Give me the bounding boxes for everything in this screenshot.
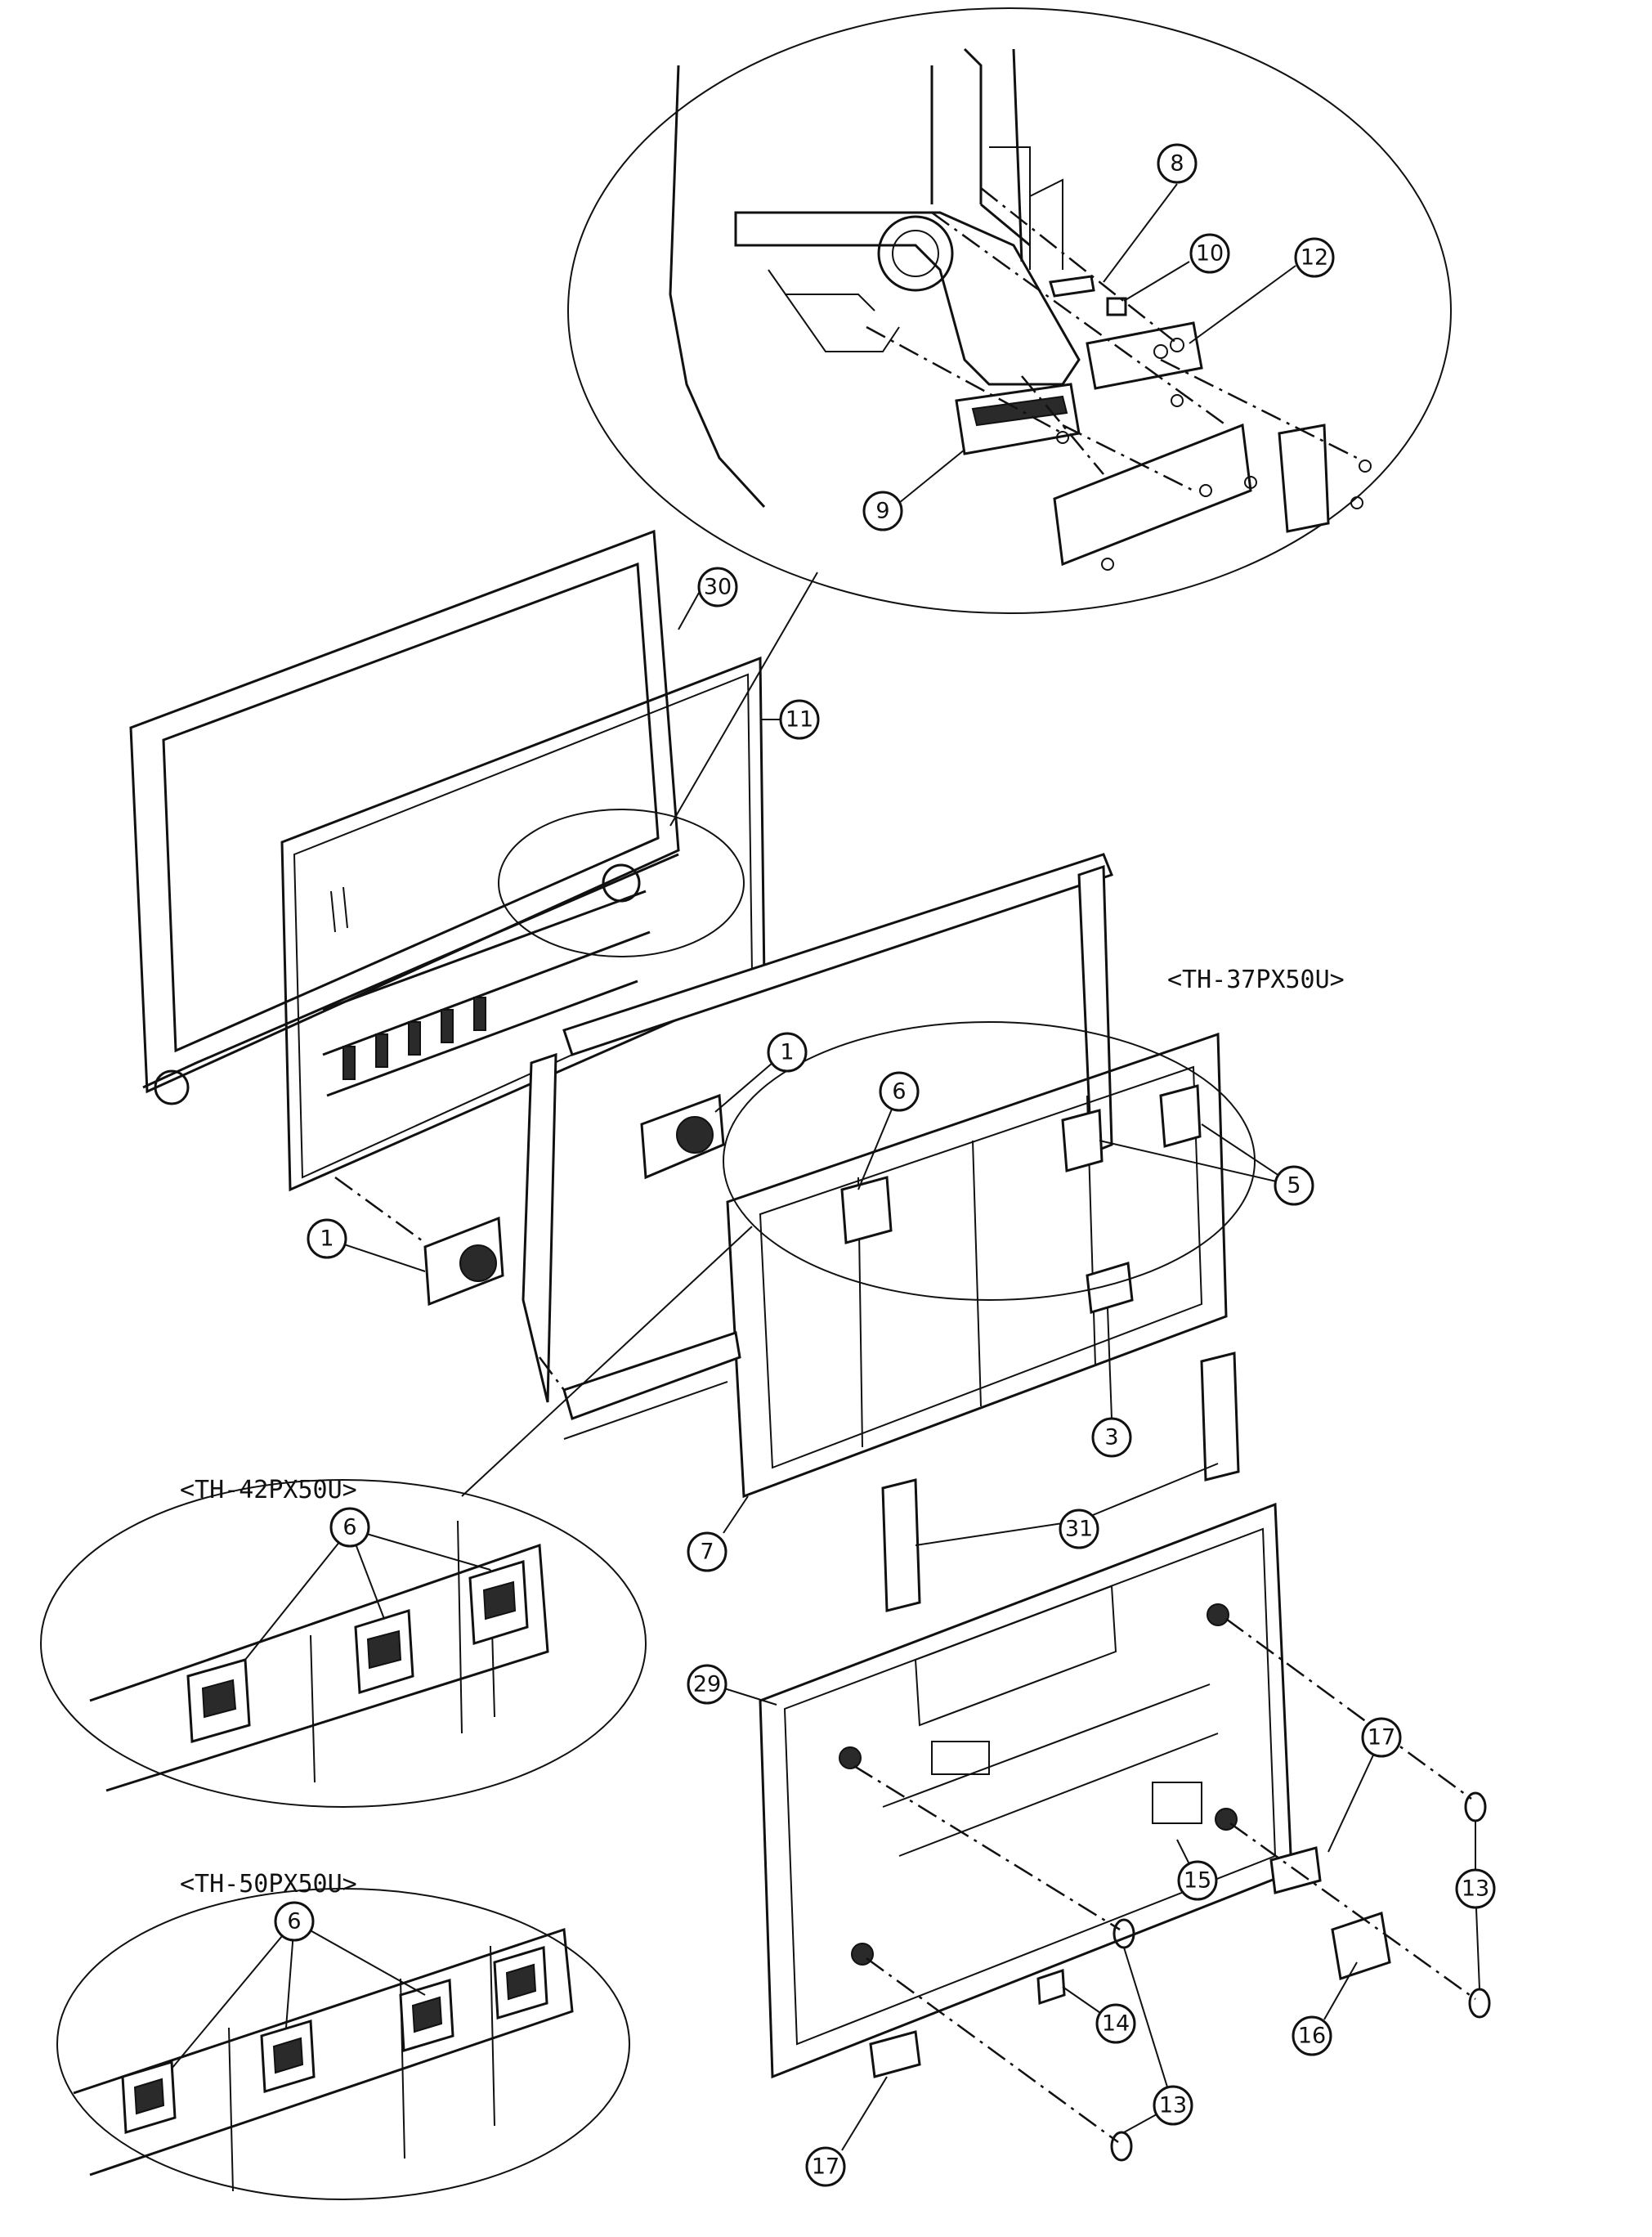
callout-29: 29 [687, 1664, 728, 1705]
callout-31: 31 [1059, 1509, 1099, 1549]
callout-16-label: 16 [1298, 2024, 1326, 2049]
callout-9-label: 9 [875, 499, 889, 524]
callout-17-left: 17 [805, 2146, 846, 2187]
callout-12: 12 [1294, 237, 1335, 278]
th42-detail-view [40, 1479, 647, 1808]
callout-10: 10 [1189, 233, 1230, 274]
callout-6-th50: 6 [274, 1901, 315, 1942]
callout-8-label: 8 [1170, 151, 1184, 177]
callout-30-label: 30 [704, 575, 732, 600]
callout-6-th42-label: 6 [342, 1515, 356, 1540]
model-label-th42: <TH-42PX50U> [180, 1476, 357, 1504]
callout-3-label: 3 [1104, 1425, 1118, 1450]
callout-10-label: 10 [1196, 241, 1224, 267]
callout-1-center-label: 1 [780, 1040, 794, 1065]
callout-17-right: 17 [1361, 1717, 1402, 1758]
front-cabinet [129, 529, 818, 1192]
model-label-th37: <TH-37PX50U> [1167, 966, 1345, 994]
callout-7: 7 [687, 1531, 728, 1572]
callout-7-label: 7 [700, 1540, 714, 1565]
callout-5-label: 5 [1287, 1173, 1301, 1199]
callout-15: 15 [1177, 1860, 1218, 1901]
model-label-th50: <TH-50PX50U> [180, 1870, 357, 1899]
callout-6-th50-label: 6 [287, 1909, 301, 1934]
callout-12-label: 12 [1301, 245, 1328, 271]
callout-29-label: 29 [693, 1672, 721, 1697]
callout-13-right-label: 13 [1462, 1876, 1489, 1902]
callout-8: 8 [1157, 143, 1198, 184]
callout-15-label: 15 [1184, 1868, 1211, 1894]
callout-16: 16 [1292, 2015, 1332, 2056]
callout-30: 30 [697, 567, 738, 607]
leader-lines [171, 183, 1480, 2151]
chassis-frame [461, 1021, 1256, 1612]
callout-17-right-label: 17 [1368, 1725, 1395, 1751]
callout-11-label: 11 [786, 707, 813, 733]
callout-13-right: 13 [1455, 1868, 1496, 1909]
speaker-assembly [334, 853, 1113, 1403]
callout-6-main-label: 6 [892, 1079, 906, 1105]
callout-1-left: 1 [307, 1218, 347, 1259]
callout-13-center-label: 13 [1159, 2093, 1187, 2118]
callout-14-label: 14 [1102, 2011, 1130, 2037]
callout-1-center: 1 [767, 1032, 808, 1073]
callout-6-th42: 6 [329, 1507, 370, 1548]
callout-9: 9 [862, 491, 903, 531]
th50-detail-view [56, 1888, 630, 2200]
callout-11: 11 [779, 699, 820, 740]
rear-cover [759, 1502, 1491, 2162]
callout-6-main: 6 [879, 1071, 920, 1112]
callout-17-left-label: 17 [812, 2154, 839, 2180]
callout-1-left-label: 1 [320, 1226, 334, 1252]
callout-14: 14 [1095, 2003, 1136, 2044]
callout-5: 5 [1274, 1165, 1314, 1206]
top-detail-view [567, 7, 1452, 614]
callout-13-center: 13 [1153, 2085, 1193, 2126]
callout-3: 3 [1091, 1417, 1132, 1458]
callout-31-label: 31 [1065, 1517, 1093, 1542]
